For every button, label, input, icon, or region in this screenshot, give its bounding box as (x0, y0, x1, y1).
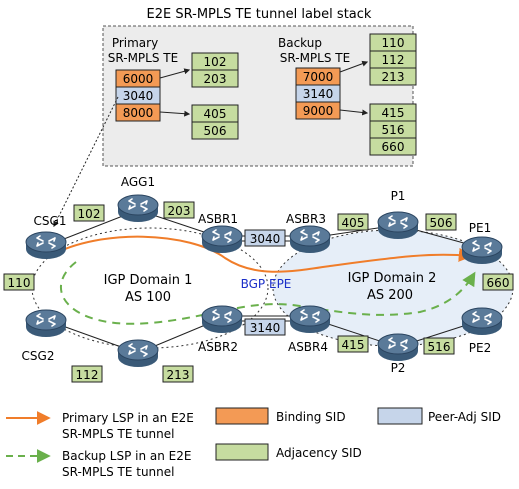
backup-stack-title-1: Backup (278, 36, 322, 50)
backup-label-7000: 7000 (303, 70, 334, 84)
link-sid-516 (423, 337, 455, 355)
backup-branch-arrow-bottom (339, 109, 369, 116)
node-label-pe1: PE1 (469, 221, 491, 235)
router-csg2[interactable] (25, 309, 67, 338)
backup-label-213: 213 (382, 70, 405, 84)
primary-label-405: 405 (204, 107, 227, 121)
legend-peer-swatch (377, 407, 423, 425)
router-bottom-agg[interactable] (117, 339, 159, 368)
node-label-pe2: PE2 (469, 341, 491, 355)
link-sid-660-label: 660 (487, 276, 510, 290)
link-sid-102 (73, 204, 105, 222)
backup-label-9000: 9000 (303, 104, 334, 118)
link-sid-102-label: 102 (78, 207, 101, 221)
router-pe1[interactable] (461, 236, 503, 265)
backup-adj-660 (369, 137, 417, 156)
primary-label-203: 203 (204, 72, 227, 86)
node-label-asbr2: ASBR2 (198, 340, 238, 354)
router-agg1[interactable] (117, 194, 159, 223)
backup-adj-213 (369, 67, 417, 86)
legend-primary-text-2: SR-MPLS TE tunnel (62, 427, 174, 441)
link-sid-3140 (244, 318, 286, 336)
link-sid-415-label: 415 (342, 338, 365, 352)
legend-primary-text-1: Primary LSP in an E2E (62, 411, 194, 425)
node-label-asbr1: ASBR1 (198, 212, 238, 226)
link-sid-415 (337, 335, 369, 353)
router-asbr3[interactable] (289, 225, 331, 254)
link-sid-3040 (244, 229, 286, 247)
legend-adjacency-text: Adjacency SID (276, 446, 362, 460)
primary-label-3040: 3040 (123, 89, 154, 103)
stack-pointer-arrow (53, 96, 119, 228)
legend-adjacency-swatch (215, 443, 269, 461)
router-p1[interactable] (377, 211, 419, 240)
router-asbr2[interactable] (201, 305, 243, 334)
primary-stack-title-1: Primary (112, 36, 158, 50)
link-sid-112 (71, 365, 103, 383)
router-asbr1[interactable] (201, 225, 243, 254)
diagram-title: E2E SR-MPLS TE tunnel label stack (147, 7, 372, 22)
link-sid-506 (425, 213, 457, 231)
primary-label-506: 506 (204, 124, 227, 138)
domain1-as: AS 100 (125, 290, 171, 305)
primary-branch-arrow-bottom (159, 110, 191, 117)
domain2-name: IGP Domain 2 (348, 271, 437, 286)
legend-backup-text-1: Backup LSP in an E2E (62, 449, 191, 463)
legend-peer-text: Peer-Adj SID (428, 410, 501, 424)
legend-binding-text: Binding SID (276, 410, 346, 424)
backup-label-415: 415 (382, 106, 405, 120)
node-label-csg2: CSG2 (22, 349, 55, 363)
link-sid-110-label: 110 (8, 276, 31, 290)
link-sid-405 (337, 213, 369, 231)
domain2-as: AS 200 (367, 288, 413, 303)
backup-branch-arrow-top (339, 60, 369, 73)
backup-label-516: 516 (382, 123, 405, 137)
backup-lsp-path (59, 261, 476, 325)
node-label-p1: P1 (391, 189, 406, 203)
backup-label-660: 660 (382, 140, 405, 154)
backup-label-112: 112 (382, 53, 405, 67)
link-sid-405-label: 405 (342, 216, 365, 230)
link-sid-203-label: 203 (168, 204, 191, 218)
router-csg1[interactable] (25, 231, 67, 260)
router-pe2[interactable] (461, 307, 503, 336)
link-sid-213-label: 213 (167, 368, 190, 382)
backup-label-110: 110 (382, 36, 405, 50)
legend-binding-swatch (215, 407, 269, 425)
node-label-asbr4: ASBR4 (288, 340, 328, 354)
link-sid-516-label: 516 (428, 340, 451, 354)
node-label-p2: P2 (391, 361, 406, 375)
primary-stack-title-2: SR-MPLS TE (108, 51, 178, 65)
node-label-agg1: AGG1 (121, 175, 155, 189)
link-sid-213 (162, 365, 194, 383)
link-sid-110 (3, 273, 35, 291)
backup-label-3140: 3140 (303, 87, 334, 101)
primary-adj-506 (191, 121, 239, 140)
primary-adj-203 (191, 69, 239, 88)
node-label-asbr3: ASBR3 (286, 212, 326, 226)
primary-label-102: 102 (204, 55, 227, 69)
legend-backup-text-2: SR-MPLS TE tunnel (62, 465, 174, 479)
domain1-name: IGP Domain 1 (104, 273, 193, 288)
primary-lsp-path (49, 235, 473, 273)
link-sid-3140-label: 3140 (250, 321, 281, 335)
primary-branch-arrow-top (159, 68, 191, 79)
router-asbr4[interactable] (289, 305, 331, 334)
bgp-epe-label: BGP EPE (241, 277, 292, 291)
primary-label-6000: 6000 (123, 72, 154, 86)
link-sid-112-label: 112 (76, 368, 99, 382)
link-sid-660 (482, 273, 514, 291)
link-sid-506-label: 506 (430, 216, 453, 230)
router-p2[interactable] (377, 333, 419, 362)
node-label-csg1: CSG1 (34, 214, 67, 228)
backup-stack-title-2: SR-MPLS TE (280, 51, 350, 65)
link-sid-203 (163, 201, 195, 219)
link-sid-3040-label: 3040 (250, 232, 281, 246)
primary-label-8000: 8000 (123, 106, 154, 120)
